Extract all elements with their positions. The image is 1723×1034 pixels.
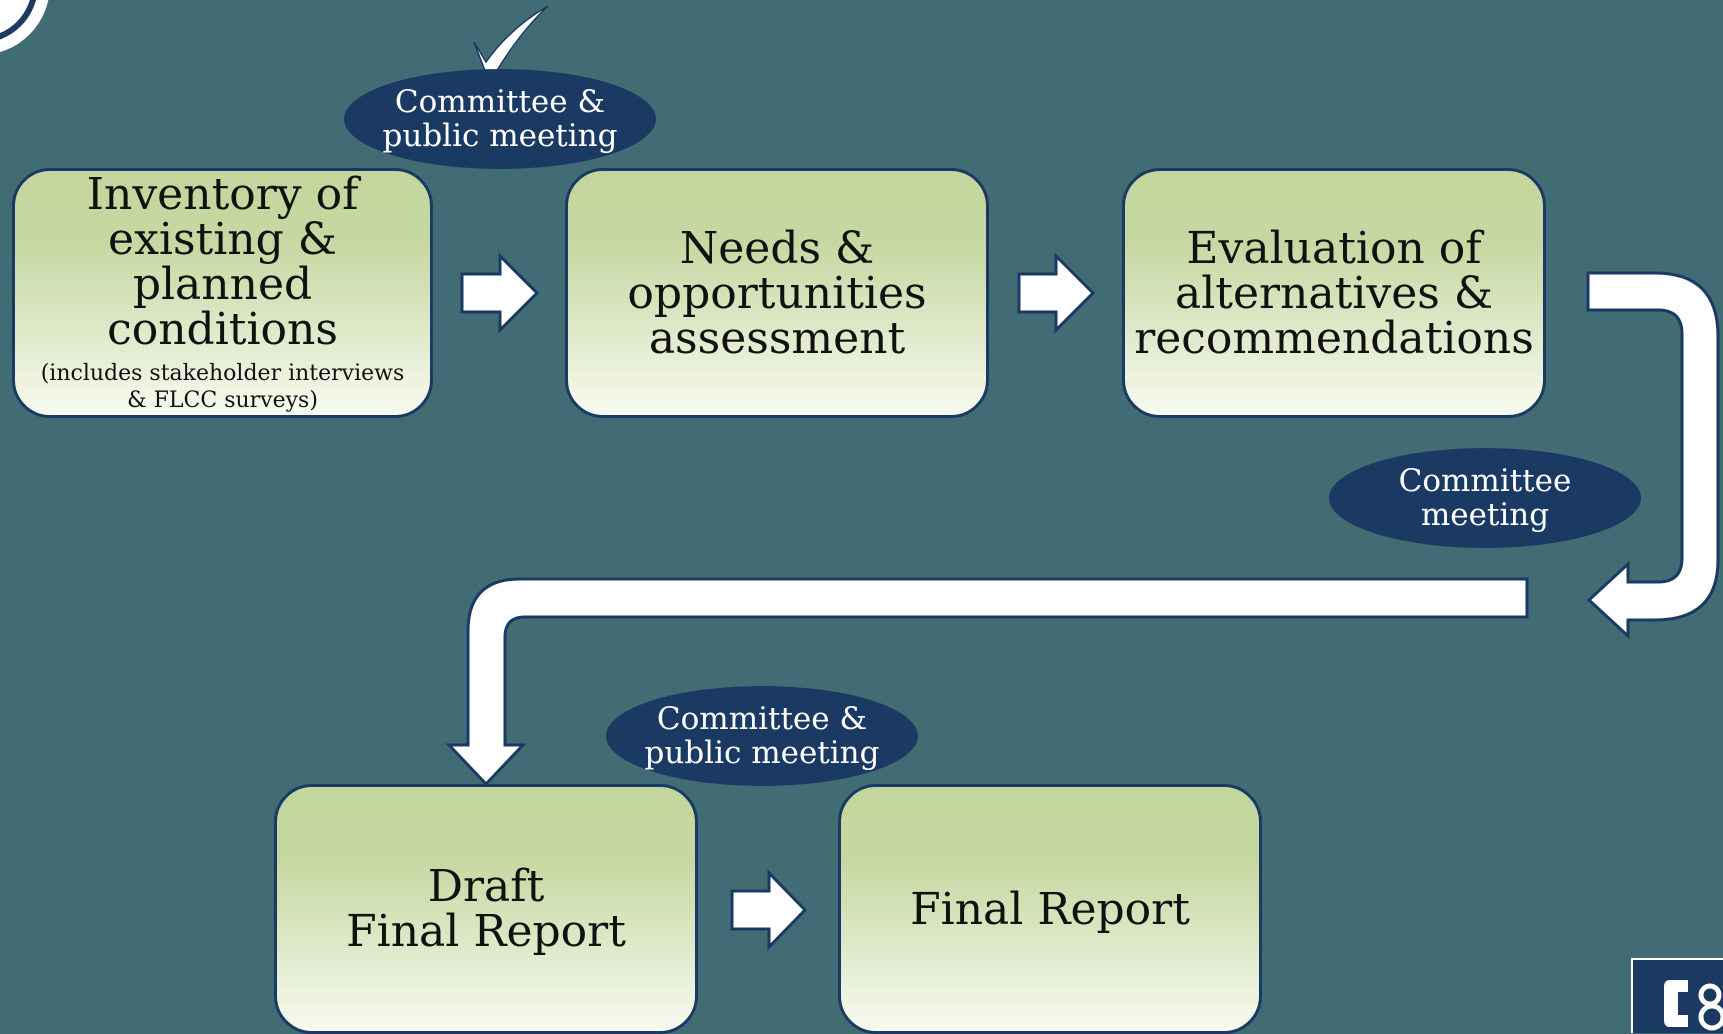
step-final-report-box: Final Report bbox=[838, 784, 1262, 1034]
arrow-draft-to-final bbox=[730, 869, 808, 951]
step-inventory-note: (includes stakeholder interviews & FLCC … bbox=[40, 361, 405, 413]
arrow-step1-to-step2 bbox=[460, 252, 540, 334]
step-draft-report-box: Draft Final Report bbox=[274, 784, 698, 1034]
checkmark-icon bbox=[473, 5, 549, 79]
meeting-label-2: Committee meeting bbox=[1398, 463, 1572, 533]
meeting-oval-2: Committee meeting bbox=[1329, 448, 1641, 548]
step-evaluation-box: Evaluation of alternatives & recommendat… bbox=[1122, 168, 1546, 418]
arrow-to-draft-report bbox=[445, 577, 1529, 787]
meeting-oval-3: Committee & public meeting bbox=[606, 686, 918, 786]
meeting-label-1: Committee & public meeting bbox=[382, 84, 618, 154]
step-needs-box: Needs & opportunities assessment bbox=[565, 168, 989, 418]
step-inventory-title: Inventory of existing & planned conditio… bbox=[86, 169, 359, 355]
step-inventory-box: Inventory of existing & planned conditio… bbox=[12, 168, 433, 418]
step-needs-title: Needs & opportunities assessment bbox=[627, 222, 927, 364]
meeting-label-3: Committee & public meeting bbox=[644, 701, 880, 771]
meeting-oval-1: Committee & public meeting bbox=[344, 69, 656, 169]
arrow-step3-down-return bbox=[1586, 271, 1720, 640]
arrow-step2-to-step3 bbox=[1017, 252, 1096, 334]
corner-logo bbox=[1631, 958, 1723, 1033]
corner-circle-mark bbox=[0, 0, 49, 53]
step-evaluation-title: Evaluation of alternatives & recommendat… bbox=[1134, 222, 1534, 364]
step-final-report-title: Final Report bbox=[910, 883, 1190, 935]
step-draft-report-title: Draft Final Report bbox=[346, 861, 626, 957]
